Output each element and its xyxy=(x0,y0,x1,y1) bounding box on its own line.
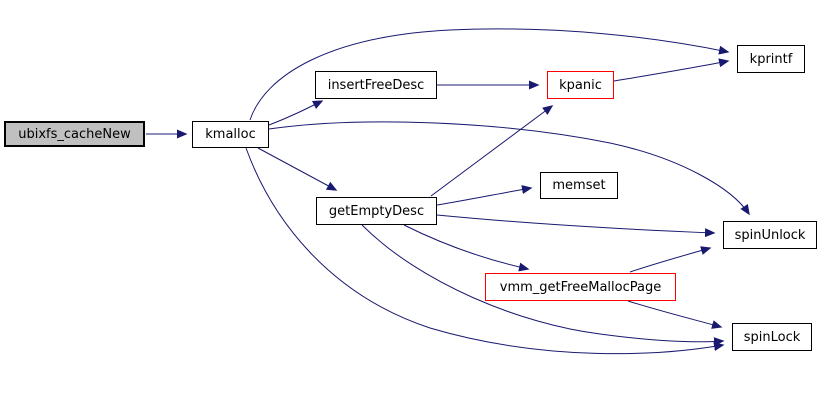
edge-vmm_getFreeMallocPage-to-spinUnlock xyxy=(629,246,712,273)
edge-vmm_getFreeMallocPage-to-spinLock xyxy=(627,300,723,329)
edge-kpanic-to-kprintf xyxy=(613,58,730,82)
edge-kmalloc-to-kprintf xyxy=(249,28,730,121)
node-kpanic[interactable]: kpanic xyxy=(547,71,614,99)
edge-kmalloc-to-getEmptyDesc xyxy=(257,147,338,191)
node-vmm_getFreeMallocPage[interactable]: vmm_getFreeMallocPage xyxy=(485,273,676,301)
node-kmalloc[interactable]: kmalloc xyxy=(192,121,269,148)
node-kprintf[interactable]: kprintf xyxy=(737,45,805,73)
edge-getEmptyDesc-to-spinLock xyxy=(361,224,725,347)
node-getEmptyDesc[interactable]: getEmptyDesc xyxy=(316,197,437,225)
edge-getEmptyDesc-to-spinUnlock xyxy=(436,214,716,238)
node-spinUnlock[interactable]: spinUnlock xyxy=(723,221,817,249)
edge-kmalloc-to-spinLock xyxy=(245,147,725,355)
edge-kmalloc-to-insertFreeDesc xyxy=(268,100,324,126)
edge-getEmptyDesc-to-memset xyxy=(436,185,533,206)
edge-getEmptyDesc-to-vmm_getFreeMallocPage xyxy=(403,224,530,272)
node-spinLock[interactable]: spinLock xyxy=(732,323,812,351)
edge-kmalloc-to-spinUnlock xyxy=(268,121,750,216)
node-ubixfs_cacheNew: ubixfs_cacheNew xyxy=(4,121,145,147)
node-insertFreeDesc[interactable]: insertFreeDesc xyxy=(315,71,437,99)
edge-getEmptyDesc-to-kpanic xyxy=(430,105,554,197)
node-memset[interactable]: memset xyxy=(540,172,618,199)
